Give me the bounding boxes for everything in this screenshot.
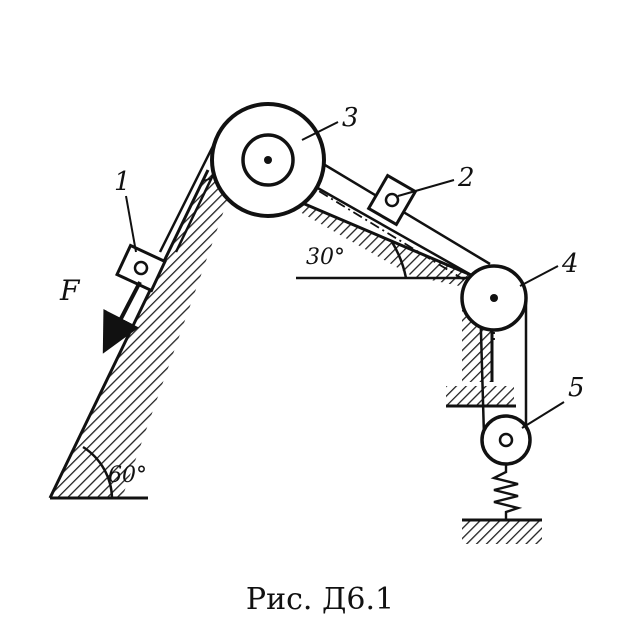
left-incline-hatch (50, 170, 234, 498)
label-body-1: 1 (114, 167, 131, 197)
pulley-5-hub (498, 432, 514, 448)
label-angle-30: 30° (306, 245, 345, 270)
leader-1 (125, 195, 137, 253)
rope-left (158, 139, 218, 253)
label-body-4: 4 (561, 249, 579, 279)
right-incline-hatch (300, 202, 478, 290)
rope-top-lower (299, 176, 481, 282)
leader-3 (301, 121, 339, 141)
block-1 (115, 243, 167, 293)
force-arrow (102, 281, 142, 354)
label-force: F (59, 274, 81, 307)
spring (490, 464, 523, 520)
bottom-ground-hatch (462, 520, 542, 544)
leader-2 (397, 179, 455, 197)
leader-4 (519, 265, 559, 287)
label-body-2: 2 (457, 163, 475, 193)
leader-5 (521, 401, 565, 429)
label-body-3: 3 (342, 103, 359, 133)
label-body-5: 5 (568, 373, 585, 403)
guide-hatch (446, 386, 514, 406)
pulley-3-axle (264, 156, 272, 164)
right-incline-surface (299, 200, 479, 280)
block-2 (366, 173, 418, 227)
pulley-4-axle (490, 294, 498, 302)
label-angle-60: 60° (108, 463, 147, 488)
figure-caption: Рис. Д6.1 (245, 582, 395, 617)
angle-arc-30 (390, 241, 408, 279)
angle-arc-60 (82, 445, 114, 499)
